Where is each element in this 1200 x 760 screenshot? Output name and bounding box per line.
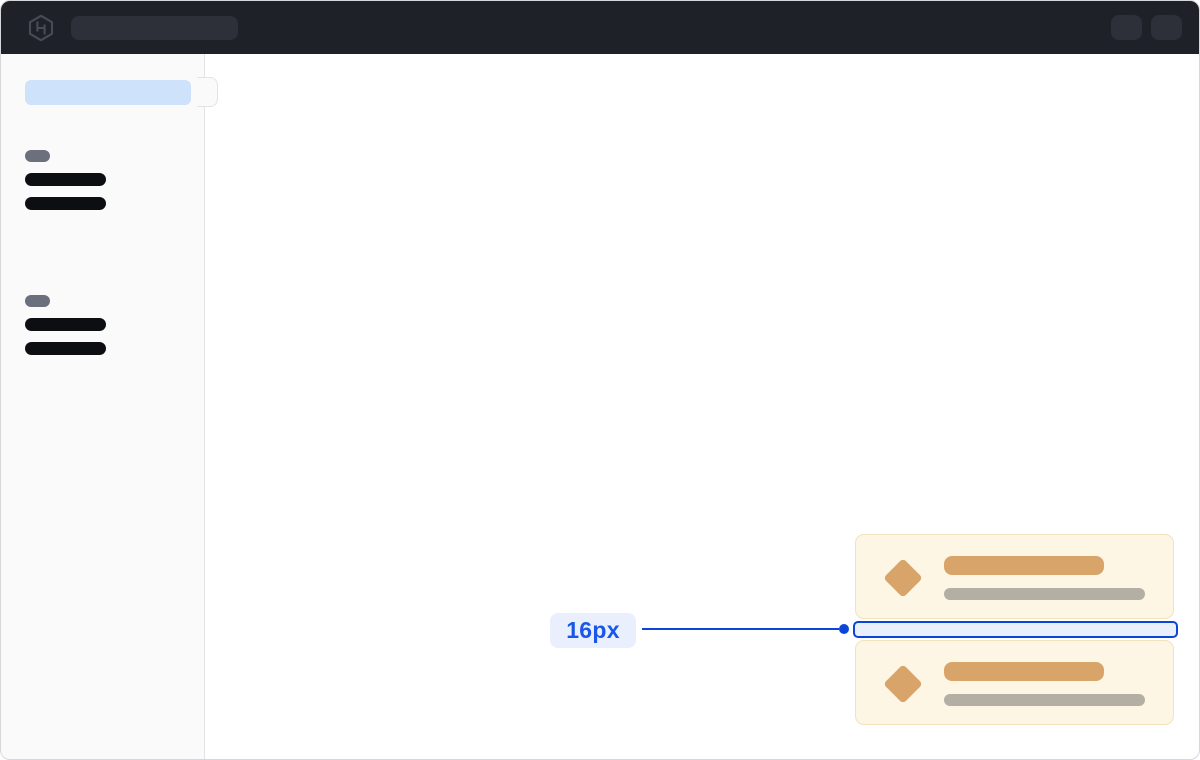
home-logo-link[interactable] bbox=[28, 14, 54, 42]
nav-item-skeleton[interactable] bbox=[25, 342, 106, 355]
help-button-skeleton[interactable] bbox=[1111, 15, 1142, 40]
hashicorp-logo-icon bbox=[28, 14, 54, 41]
spacing-annotation-label: 16px bbox=[550, 613, 636, 648]
sidebar-group-1 bbox=[25, 150, 106, 221]
section-label-skeleton bbox=[25, 295, 50, 307]
diamond-icon bbox=[883, 664, 923, 704]
card-title-skeleton bbox=[944, 662, 1104, 681]
annotation-connector-line bbox=[642, 628, 839, 630]
spacing-measure-box bbox=[853, 621, 1178, 638]
nav-item-skeleton[interactable] bbox=[25, 173, 106, 186]
nav-item-skeleton[interactable] bbox=[25, 318, 106, 331]
user-menu-skeleton[interactable] bbox=[1151, 15, 1182, 40]
card-subtitle-skeleton bbox=[944, 694, 1145, 706]
card-subtitle-skeleton bbox=[944, 588, 1145, 600]
sidebar-collapse-toggle[interactable] bbox=[197, 77, 218, 107]
search-input-skeleton[interactable] bbox=[71, 15, 238, 40]
nav-item-skeleton[interactable] bbox=[25, 197, 106, 210]
list-item-card[interactable] bbox=[855, 534, 1174, 619]
diamond-icon bbox=[883, 558, 923, 598]
sidebar bbox=[1, 54, 205, 759]
list-item-card[interactable] bbox=[855, 640, 1174, 725]
top-nav bbox=[1, 1, 1199, 54]
annotation-connector-dot bbox=[839, 624, 849, 634]
sidebar-group-2 bbox=[25, 295, 106, 366]
sidebar-active-item-skeleton[interactable] bbox=[25, 80, 191, 105]
section-label-skeleton bbox=[25, 150, 50, 162]
card-title-skeleton bbox=[944, 556, 1104, 575]
